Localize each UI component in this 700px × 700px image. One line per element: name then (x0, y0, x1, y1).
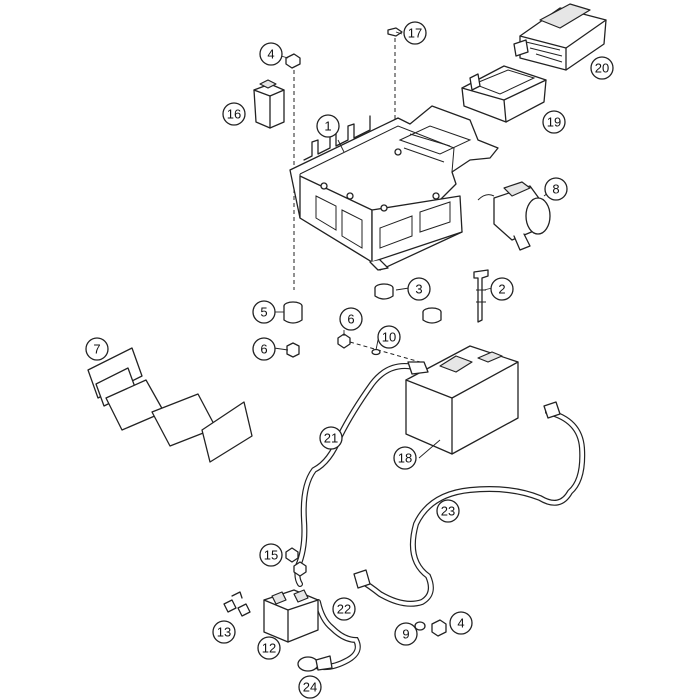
callouts: 1 2 3 4 4 5 6 6 7 8 9 10 12 13 15 16 17 … (85, 21, 614, 699)
callout-10: 10 (377, 325, 401, 349)
callout-7: 7 (85, 337, 109, 361)
callout-1: 1 (316, 114, 340, 138)
part-13-fuses (223, 591, 251, 617)
callout-number: 4 (457, 616, 464, 631)
callout-16: 16 (222, 102, 246, 126)
callout-number: 24 (303, 680, 317, 695)
part-5-rubber-damper (283, 301, 303, 324)
callout-number: 6 (347, 312, 354, 327)
callout-number: 7 (93, 342, 100, 357)
callout-number: 4 (267, 47, 274, 62)
callout-number: 20 (595, 61, 609, 76)
callout-number: 2 (498, 282, 505, 297)
part-12-solenoid (263, 589, 319, 643)
part-19-holder (461, 65, 547, 123)
callout-5: 5 (252, 300, 276, 324)
callout-number: 10 (382, 330, 396, 345)
part-9-ring (414, 621, 426, 631)
part-16-relay (253, 79, 285, 129)
part-23-cable (353, 401, 586, 607)
callout-17: 17 (403, 21, 427, 45)
callout-3: 3 (407, 277, 431, 301)
callout-number: 12 (262, 641, 276, 656)
callout-4-bottom: 4 (449, 611, 473, 635)
callout-18: 18 (393, 446, 417, 470)
part-10-washer (371, 348, 381, 356)
part-2-clip (473, 269, 489, 323)
callout-number: 9 (402, 627, 409, 642)
callout-22: 22 (332, 597, 356, 621)
callout-21: 21 (319, 426, 343, 450)
callout-number: 19 (547, 115, 561, 130)
callout-23: 23 (436, 499, 460, 523)
callout-number: 5 (260, 305, 267, 320)
part-8-starter-relay (477, 181, 551, 251)
callout-24: 24 (298, 675, 322, 699)
part-20-control-unit (513, 3, 607, 71)
part-3-rubber-buffers (374, 283, 442, 324)
callout-number: 21 (324, 431, 338, 446)
callout-number: 18 (398, 451, 412, 466)
part-18-battery (405, 345, 519, 455)
callout-number: 17 (408, 26, 422, 41)
callout-number: 13 (217, 625, 231, 640)
callout-number: 1 (324, 119, 331, 134)
part-24-terminal-boot (297, 655, 333, 672)
callout-number: 6 (260, 342, 267, 357)
callout-number: 16 (227, 107, 241, 122)
callout-9: 9 (394, 622, 418, 646)
callout-13: 13 (212, 620, 236, 644)
callout-15: 15 (259, 543, 283, 567)
callout-6-center: 6 (339, 307, 363, 331)
callout-number: 22 (337, 602, 351, 617)
callout-8: 8 (544, 177, 568, 201)
part-4-nut-top (285, 53, 301, 69)
callout-12: 12 (257, 636, 281, 660)
callout-19: 19 (542, 110, 566, 134)
callout-2: 2 (490, 277, 514, 301)
callout-number: 3 (415, 282, 422, 297)
callout-number: 23 (441, 504, 455, 519)
callout-4-top: 4 (259, 42, 283, 66)
part-22-cable (313, 599, 361, 671)
part-4-nut-bottom (431, 619, 447, 637)
callout-6-left: 6 (252, 337, 276, 361)
callout-number: 15 (264, 548, 278, 563)
part-7-pads (87, 347, 253, 463)
callout-number: 8 (552, 182, 559, 197)
part-6-nut-left (286, 342, 300, 358)
callout-20: 20 (590, 56, 614, 80)
part-15-nuts (285, 547, 307, 577)
